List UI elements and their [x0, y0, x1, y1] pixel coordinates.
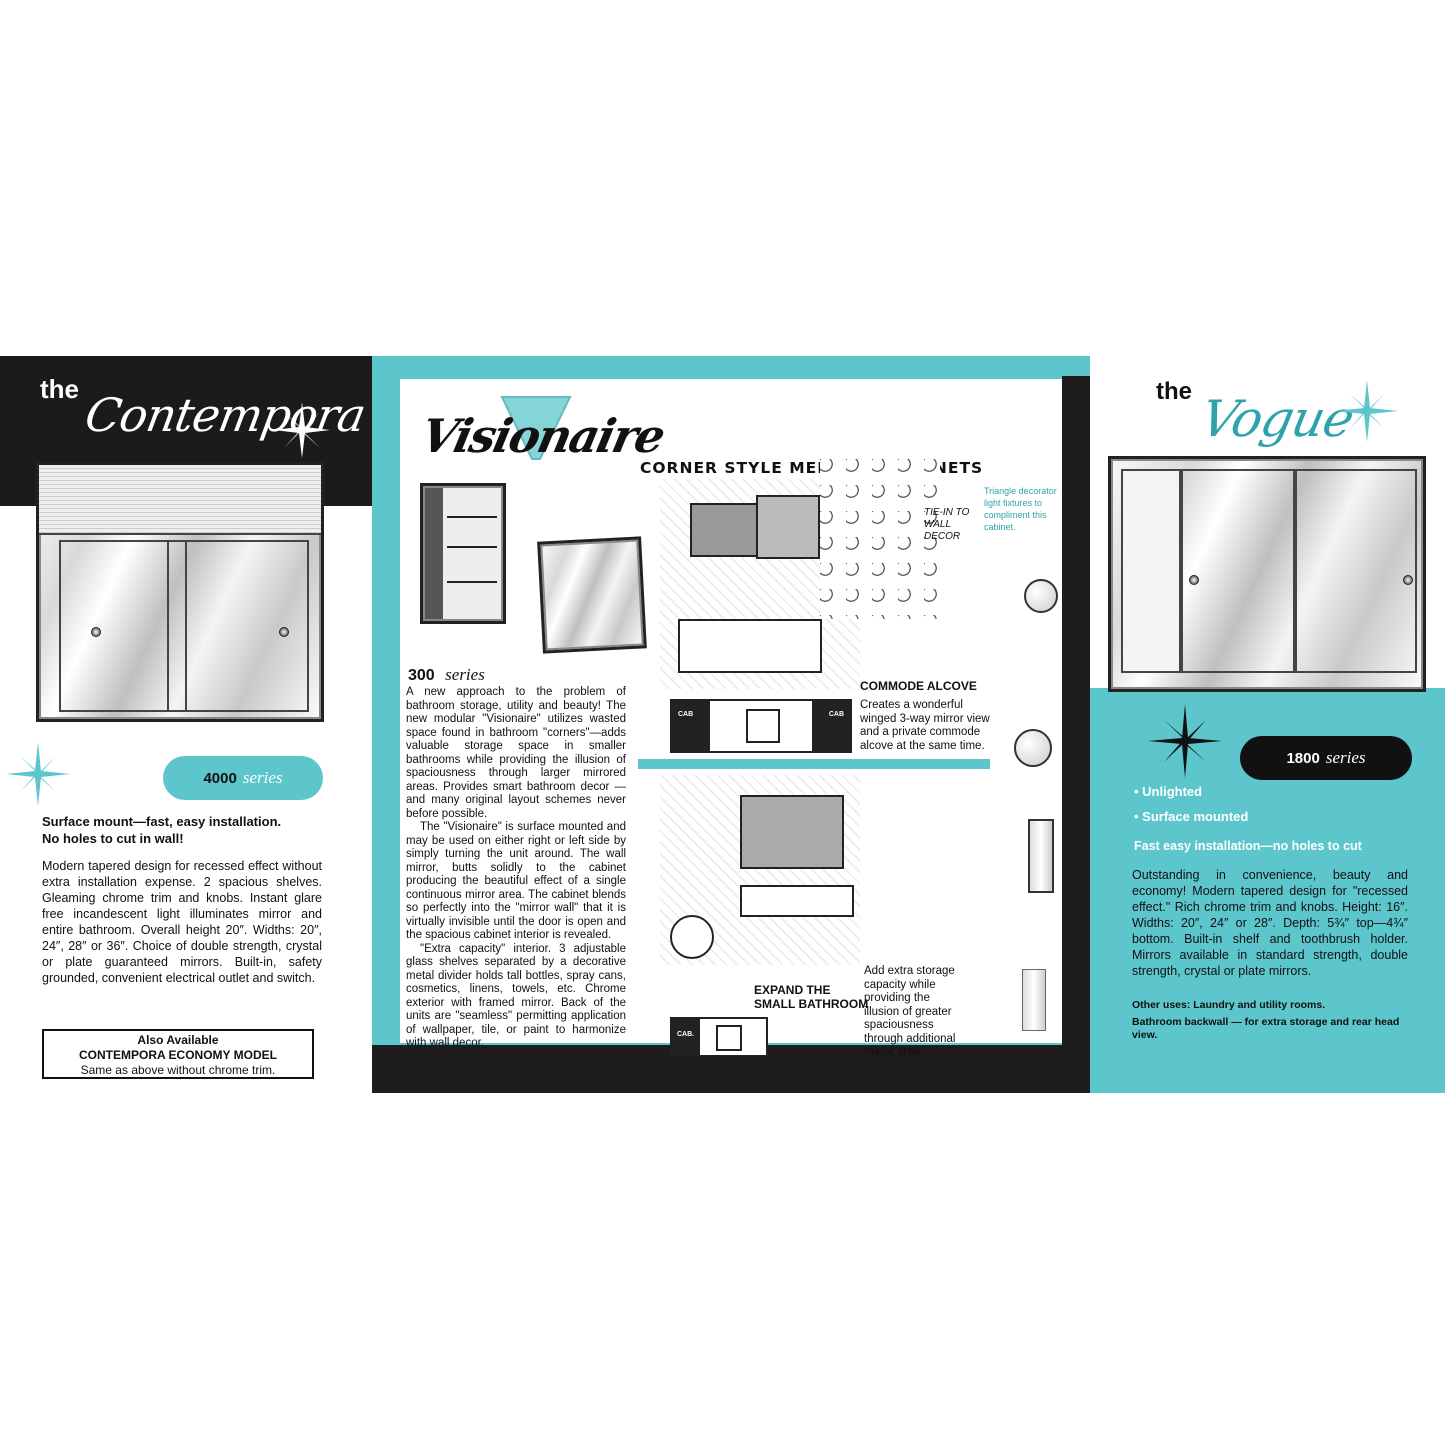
description: A new approach to the problem of bathroo…: [406, 686, 626, 1051]
commode-alcove-illustration: [660, 479, 860, 689]
cabinet-knob: [279, 627, 289, 637]
body-paragraph: A new approach to the problem of bathroo…: [406, 686, 626, 820]
body-paragraph: The "Visionaire" is surface mounted and …: [406, 821, 626, 941]
body-paragraph: "Extra capacity" interior. 3 adjustable …: [406, 942, 626, 1050]
panel-the: the: [40, 374, 79, 404]
series-word: series: [242, 768, 283, 787]
visionaire-content: Visionaire CORNER STYLE MEDICINE CABINET…: [400, 379, 1062, 1058]
visionaire-panel: Visionaire CORNER STYLE MEDICINE CABINET…: [372, 356, 1090, 1093]
corner-cabinet-image: [420, 483, 506, 624]
cab-label: CAB.: [677, 1031, 695, 1038]
sparkle-star-icon: [1336, 380, 1398, 442]
box-line-1: Also Available: [137, 1033, 219, 1047]
series-label: 300 series: [408, 665, 485, 685]
sparkle-star-icon: [274, 402, 330, 458]
cylinder-lamp-icon: [1022, 969, 1046, 1031]
corner-mirror-image: [537, 536, 647, 654]
feature-text: Unlighted: [1142, 784, 1203, 799]
economy-model-box: Also Available CONTEMPORA ECONOMY MODEL …: [42, 1029, 314, 1079]
cylinder-lamp-icon: [1028, 819, 1054, 893]
contempora-cabinet-image: [36, 462, 324, 722]
contempora-panel: the Contempora 4000 series Surface mount…: [0, 356, 372, 1093]
series-word: series: [1325, 748, 1366, 767]
expand-title-line-2: SMALL BATHROOM: [754, 997, 869, 1011]
lamp-column: [1000, 579, 1060, 1049]
series-word: series: [445, 665, 485, 684]
box-line-2: CONTEMPORA ECONOMY MODEL: [78, 1048, 277, 1062]
brochure: the Contempora 4000 series Surface mount…: [0, 356, 1445, 1093]
feature-item: • Unlighted: [1134, 784, 1203, 799]
tagline: Fast easy installation—no holes to cut: [1134, 839, 1362, 853]
triangle-note: Triangle decorator light fixtures to com…: [984, 486, 1057, 532]
sparkle-star-icon: [6, 742, 70, 806]
bathroom-floor-plan: CAB.: [670, 1017, 768, 1057]
cabinet-knob: [1403, 575, 1413, 585]
series-badge: 1800 series: [1240, 736, 1412, 780]
panel-title: Vogue: [1195, 390, 1359, 448]
cabinet-knob: [1189, 575, 1199, 585]
black-side-band: [1062, 376, 1090, 1056]
commode-title: COMMODE ALCOVE: [860, 679, 977, 693]
cab-label: CAB: [828, 711, 844, 718]
headline: Surface mount—fast, easy installation. N…: [42, 813, 342, 847]
series-number: 4000: [203, 769, 237, 787]
headline-line-1: Surface mount—fast, easy installation.: [42, 814, 282, 829]
sparkle-star-icon: [1148, 704, 1222, 778]
bubble-wallpaper: [820, 459, 940, 619]
panel-the: the: [1156, 378, 1192, 405]
feature-text: Surface mounted: [1142, 809, 1249, 824]
backwall-note: Bathroom backwall — for extra storage an…: [1132, 1016, 1400, 1041]
other-uses: Other uses: Laundry and utility rooms.: [1132, 999, 1326, 1011]
commode-caption: COMMODE ALCOVE Creates a wonderful winge…: [860, 679, 990, 753]
globe-lamp-icon: [1014, 729, 1052, 767]
feature-list: • Unlighted • Surface mounted: [1134, 784, 1248, 834]
visionaire-title: Visionaire: [416, 409, 669, 463]
headline-line-2: No holes to cut in wall!: [42, 831, 184, 846]
expand-title-line-1: EXPAND THE: [754, 983, 831, 997]
teal-divider: [638, 759, 990, 769]
description: Modern tapered design for recessed effec…: [42, 859, 322, 985]
series-badge: 4000 series: [163, 756, 323, 800]
vogue-cabinet-image: [1108, 456, 1426, 692]
description: Outstanding in convenience, beauty and e…: [1132, 868, 1408, 978]
series-number: 1800: [1286, 749, 1320, 767]
feature-item: • Surface mounted: [1134, 809, 1249, 824]
commode-text: Creates a wonderful winged 3-way mirror …: [860, 699, 990, 752]
expand-title: EXPAND THE SMALL BATHROOM: [754, 983, 868, 1011]
tie-in-note: TIE-IN TO WALL DECOR: [924, 507, 970, 542]
vogue-panel: the Vogue 1800 series • Unlighted • Surf…: [1090, 356, 1445, 1093]
cabinet-knob: [91, 627, 101, 637]
expand-text: Add extra storage capacity while providi…: [864, 965, 956, 1058]
globe-lamp-icon: [1024, 579, 1058, 613]
triangle-logo-icon: [500, 396, 572, 460]
box-line-3: Same as above without chrome trim.: [80, 1063, 276, 1077]
series-number: 300: [408, 667, 435, 684]
commode-floor-plan: CAB CAB: [670, 699, 852, 753]
cab-label: CAB: [678, 711, 694, 718]
small-bathroom-illustration: [660, 775, 860, 965]
